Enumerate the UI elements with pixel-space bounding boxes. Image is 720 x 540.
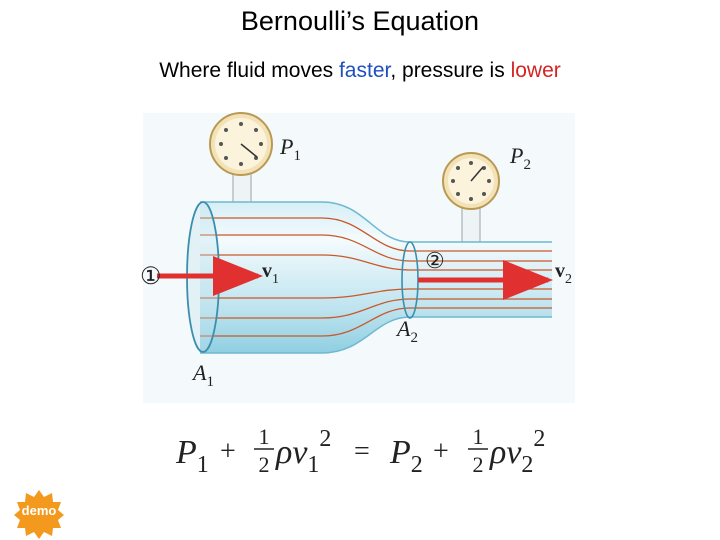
- pipe-body: [200, 202, 552, 353]
- label-a2: A2: [395, 316, 418, 346]
- eq-half-2-den: 2: [473, 452, 484, 477]
- eq-p1: P1: [175, 434, 209, 478]
- eq-p2: P2: [389, 434, 423, 478]
- pipe-bottom-edge: [200, 316, 552, 354]
- eq-plus-2: +: [433, 436, 449, 467]
- gauge-2-stem: [461, 204, 481, 243]
- subtitle-text-1: Where fluid moves: [159, 59, 339, 82]
- page-subtitle: Where fluid moves faster, pressure is lo…: [0, 59, 720, 83]
- subtitle-text-2: , pressure is: [390, 59, 511, 82]
- page-title: Bernoulli’s Equation: [240, 6, 480, 36]
- subtitle-lower: lower: [510, 59, 561, 82]
- label-p2: P2: [509, 143, 531, 173]
- label-p1: P1: [279, 134, 301, 164]
- streamline: [200, 234, 552, 262]
- streamline: [200, 298, 552, 319]
- eq-rho-v1: ρv12: [275, 426, 331, 478]
- bernoulli-equation: P1 + 1 2 ρv12 = P2 + 1 2 ρv22: [175, 424, 545, 478]
- eq-rho-v2: ρv22: [489, 426, 545, 478]
- pressure-gauge-1-icon: [209, 112, 273, 176]
- pipe-top-edge: [200, 201, 552, 243]
- eq-half-1-num: 1: [259, 424, 270, 449]
- eq-equals: =: [354, 436, 370, 467]
- streamline: [200, 288, 552, 299]
- eq-half-1-den: 2: [259, 452, 270, 477]
- demo-badge-icon: [14, 490, 64, 539]
- label-v1: v1: [262, 260, 279, 287]
- subtitle-faster: faster: [338, 59, 391, 82]
- demo-badge-label: demo: [21, 503, 57, 518]
- streamline: [200, 254, 552, 271]
- label-a1: A1: [191, 360, 214, 390]
- point-2-marker: ②: [425, 248, 445, 273]
- point-1-marker: ①: [140, 264, 162, 290]
- eq-half-2-num: 1: [473, 424, 484, 449]
- label-v2: v2: [555, 260, 572, 287]
- pressure-gauge-2-icon: [442, 152, 500, 210]
- eq-plus-1: +: [220, 436, 236, 467]
